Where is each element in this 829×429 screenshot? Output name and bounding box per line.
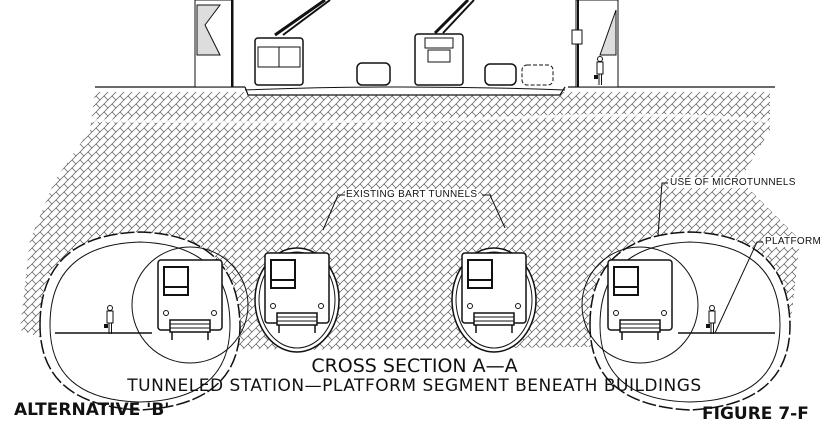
car-3	[521, 64, 554, 86]
trolley-bus-left	[254, 0, 331, 86]
microtunnels-label: USE OF MICROTUNNELS	[669, 177, 797, 188]
platform-label: PLATFORM	[764, 236, 823, 247]
drawing-subtitle: TUNNELED STATION—PLATFORM SEGMENT BENEAT…	[127, 376, 702, 396]
alternative-label: ALTERNATIVE 'B'	[14, 400, 170, 420]
car-1	[356, 62, 391, 86]
existing-bart-tunnels-label: EXISTING BART TUNNELS	[345, 189, 479, 200]
bart-tunnel-right	[451, 247, 537, 353]
car-2	[484, 63, 517, 86]
bart-tunnel-left	[254, 247, 340, 353]
figure-number: FIGURE 7-F	[702, 404, 809, 424]
station-tunnel-left	[39, 231, 249, 411]
station-tunnel-right	[581, 231, 791, 411]
trolley-bus-right	[414, 0, 475, 86]
drawing-title: CROSS SECTION A—A	[311, 355, 518, 377]
